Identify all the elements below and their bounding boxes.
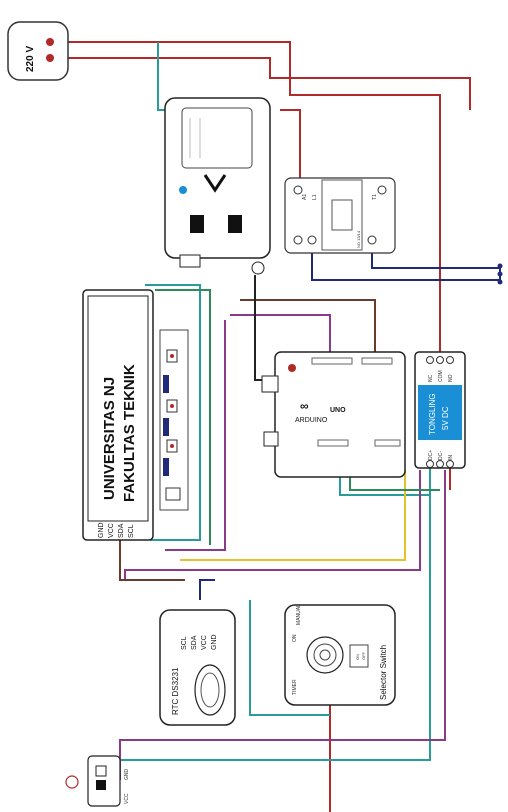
relay-pin-no: NO xyxy=(448,374,454,382)
relay-pin-dcplus: DC+ xyxy=(428,450,434,460)
rtc-pin-vcc: VCC xyxy=(201,635,208,650)
buck-converter: VCC GND xyxy=(65,755,130,807)
wire-purple-1 xyxy=(165,320,226,551)
rtc-pin-gnd: GND xyxy=(211,634,218,650)
wire-mains-red-1 xyxy=(50,41,441,360)
contactor-wire-ends xyxy=(497,263,503,285)
display-line2: FAKULTAS TEKNIK xyxy=(121,364,138,502)
knob-icon xyxy=(203,174,227,193)
timer-module xyxy=(164,97,271,275)
rtc-label: RTC DS3231 xyxy=(171,667,180,715)
rtc-pin-scl: SCL xyxy=(181,636,188,650)
selector-knob-on: ON xyxy=(355,654,360,660)
display-line1: UNIVERSITAS NJ xyxy=(101,377,118,500)
contactor-label-a1: A1 xyxy=(302,194,308,200)
display-pin-scl: SCL xyxy=(128,524,135,538)
relay-pin-in: IN xyxy=(448,455,454,460)
mains-terminal-1 xyxy=(46,38,54,46)
selector-label: Selector Switch xyxy=(379,645,388,700)
wire-yellow xyxy=(180,470,406,561)
wire-green-1 xyxy=(155,289,211,545)
wire-mains-red-2 xyxy=(50,57,471,110)
wire-brown-1 xyxy=(240,299,376,360)
contactor: A1 L1 T1 NO 13/14 xyxy=(284,177,396,254)
arduino-logo-icon: ∞ xyxy=(300,399,309,413)
buck-label-gnd: GND xyxy=(124,769,130,781)
status-led-icon xyxy=(179,186,187,194)
power-source-label: 220 V xyxy=(25,46,36,72)
power-source: 220 V xyxy=(7,21,69,81)
rtc-pin-sda: SDA xyxy=(191,635,198,650)
relay-pin-com: COM xyxy=(438,370,444,382)
selector-pos-timer: TIMER xyxy=(292,679,298,695)
relay-module: TONGLING 5V DC NC COM NO DC+ DC- IN xyxy=(414,351,466,469)
contactor-label-no: NO 13/14 xyxy=(356,230,361,248)
wire-navy-4 xyxy=(199,579,215,600)
button-strip xyxy=(159,329,189,511)
wire-teal-1 xyxy=(145,284,201,541)
contactor-label-l1: L1 xyxy=(312,194,318,200)
arduino-board: ∞ ARDUINO UNO xyxy=(261,351,406,478)
contactor-label-t1: T1 xyxy=(372,194,378,200)
wire-red-to-contactor xyxy=(280,109,301,185)
arduino-brand: ARDUINO xyxy=(295,417,328,424)
display-pin-vcc: VCC xyxy=(108,523,115,538)
mains-terminal-2 xyxy=(46,54,54,62)
relay-pin-nc: NC xyxy=(428,374,434,382)
wire-brown-2 xyxy=(119,530,185,581)
display-board: UNIVERSITAS NJ FAKULTAS TEKNIK GND VCC S… xyxy=(82,289,154,541)
rtc-module: RTC DS3231 SCL SDA VCC GND xyxy=(159,609,236,726)
wire-purple-3 xyxy=(124,470,421,580)
display-pin-sda: SDA xyxy=(118,523,125,538)
buck-indicator-icon xyxy=(65,775,79,789)
relay-pin-dcminus: DC- xyxy=(438,451,444,460)
selector-knob-off: OFF xyxy=(361,651,366,660)
buck-label-vcc: VCC xyxy=(124,793,130,804)
rtc-battery-icon xyxy=(194,664,226,716)
selector-pos-manual: MANUAL xyxy=(296,604,302,625)
wire-purple-2 xyxy=(230,314,331,360)
display-pin-gnd: GND xyxy=(98,522,105,538)
relay-voltage: 5V DC xyxy=(441,406,450,430)
selector-knob-icon xyxy=(306,636,344,674)
selector-switch: ON OFF ON MANUAL TIMER Selector Switch xyxy=(284,604,396,706)
selector-pos-on: ON xyxy=(292,634,298,642)
wire-teal-4 xyxy=(249,600,330,716)
relay-brand: TONGLING xyxy=(428,393,437,435)
wire-black-1 xyxy=(254,275,265,381)
arduino-model: UNO xyxy=(330,407,346,414)
